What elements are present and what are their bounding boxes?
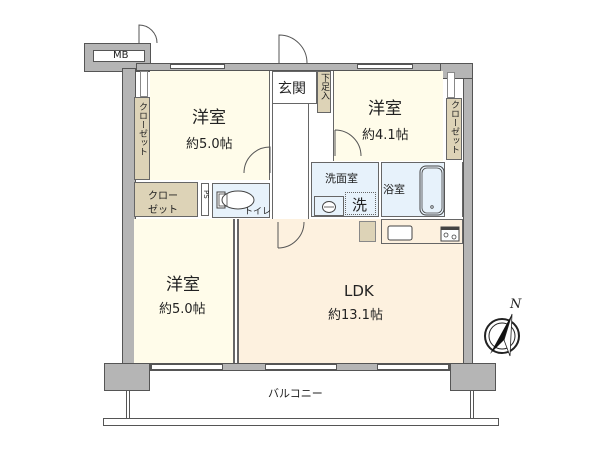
window-top-left [170,64,225,69]
ldk-size: 約13.1帖 [328,308,383,323]
washer-space [345,192,376,215]
closet-right-upper [447,72,455,98]
western-room-3 [134,219,235,363]
bottom-left-pillar [104,363,150,391]
window-bottom-1 [151,364,223,370]
bottom-right-pillar [450,363,496,391]
balcony-post-right [470,391,474,418]
room2-door-icon [334,129,362,157]
pipe-space [201,183,209,216]
western-room-3-size: 約5.0帖 [159,302,206,317]
washbasin-icon [322,201,336,213]
balcony-rail [103,418,499,426]
entrance-label: 玄関 [278,81,306,97]
entrance[interactable] [272,71,317,104]
bathtub-icon [419,165,445,216]
entrance-door-icon [278,34,308,64]
pipe-space-label: PS [202,190,210,199]
window-bottom-3 [377,364,449,370]
balcony-label: バルコニー [268,387,323,400]
closet-left[interactable] [134,97,150,180]
sink-icon [387,225,413,241]
washer-label: 洗 [352,196,368,214]
bathroom-label: 浴室 [383,183,405,196]
western-room-1 [150,71,270,180]
meter-box-label: MB [113,50,129,61]
ldk-name: LDK [344,282,374,300]
north-compass-icon: N [484,297,522,357]
closet-left-label: クローゼット [137,102,147,156]
closet-left-upper [140,71,148,97]
meter-box-door-icon [138,24,158,44]
shoe-closet-label: 下足入 [319,73,329,100]
toilet-label: トイレ [244,207,272,217]
closet-right[interactable] [446,98,462,160]
balcony-post-left [126,391,130,418]
washroom-label: 洗面室 [325,172,358,185]
western-room-1-size: 約5.0帖 [186,137,233,152]
right-outer-wall [463,63,473,368]
hallway[interactable] [272,104,309,222]
right-top-corner [440,63,473,79]
western-room-2-name: 洋室 [368,99,402,119]
room1-door-icon [243,146,271,174]
washbasin [314,196,344,216]
western-room-1-name: 洋室 [192,108,226,128]
closet-small-line1: クロー [148,191,178,202]
compass-n: N [509,297,522,312]
western-room-3-name: 洋室 [166,275,200,295]
closet-small[interactable] [134,182,198,217]
window-bottom-2 [265,364,337,370]
window-top-right [357,64,413,69]
closet-right-label: クローゼット [449,100,459,154]
ldk-door-icon [277,221,305,249]
closet-small-line2: ゼット [148,205,178,216]
fridge-space [359,221,376,242]
western-room-2 [333,71,443,161]
bath-side [445,162,463,217]
meter-box [93,50,145,62]
shoe-closet[interactable] [317,71,331,113]
western-room-2-size: 約4.1帖 [362,128,409,143]
toilet-icon [216,190,255,210]
stove-icon [440,226,460,242]
